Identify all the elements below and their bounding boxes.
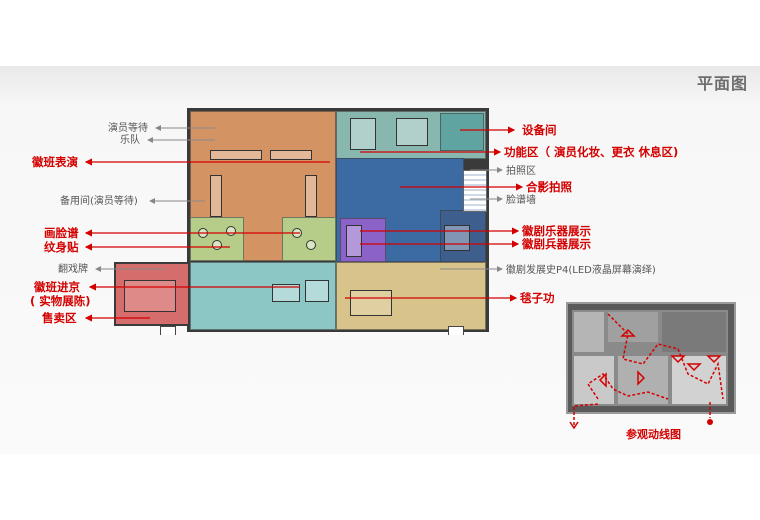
table-seat: [292, 228, 302, 238]
room-face-wall: [440, 210, 486, 262]
display-case: [305, 280, 329, 302]
page-title: 平面图: [696, 74, 748, 93]
label-equipment-room: 设备间: [522, 123, 557, 137]
label-group-photo: 合影拍照: [526, 180, 572, 194]
room-sales: [114, 262, 190, 326]
label-music-display: 徽剧乐器展示: [522, 224, 591, 238]
label-photo-area: 拍照区: [506, 166, 536, 177]
stage-bench: [210, 150, 262, 160]
exit-door: [448, 326, 464, 335]
stage-bench: [270, 150, 312, 160]
route-tail: [569, 402, 713, 430]
visit-route-map: [566, 302, 736, 414]
table-seat: [306, 240, 316, 250]
dressing-table: [350, 118, 376, 150]
label-sales: 售卖区: [42, 311, 77, 325]
label-function-area: 功能区（ 演员化妆、更衣 休息区): [504, 145, 679, 159]
label-spare-room: 备用间(演员等待): [60, 196, 138, 207]
route-map-drawing: [572, 310, 728, 406]
label-carpet-art: 毯子功: [520, 291, 555, 305]
label-band: 乐队: [120, 135, 140, 146]
entrance-door: [160, 326, 176, 335]
table-seat: [212, 240, 222, 250]
label-huiban-perform: 徽班表演: [32, 155, 78, 169]
display-case: [272, 284, 300, 302]
instrument-case: [346, 225, 362, 257]
route-map-caption: 参观动线图: [626, 428, 681, 441]
room-exhibit: [190, 262, 336, 330]
room-equipment: [440, 113, 484, 151]
room-tattoo: [282, 217, 336, 261]
carpet-mat: [350, 290, 392, 316]
dressing-table: [396, 118, 428, 146]
label-play-sign: 翻戏牌: [58, 264, 88, 275]
weapon-case: [444, 225, 470, 251]
staircase: [463, 170, 487, 212]
room-face-painting: [190, 217, 244, 261]
room-carpet-art: [336, 262, 486, 330]
table-seat: [226, 226, 236, 236]
label-huiban-enter: 徽班进京: [34, 280, 80, 294]
label-tattoo: 纹身贴: [44, 240, 79, 254]
table-seat: [198, 228, 208, 238]
label-face-painting: 画脸谱: [44, 226, 79, 240]
label-huiban-enter-note: ( 实物展陈): [30, 294, 91, 308]
label-weapon-display: 徽剧兵器展示: [522, 237, 591, 251]
stage-wall: [305, 175, 317, 217]
label-actor-waiting: 演员等待: [108, 123, 148, 134]
sales-counter: [124, 280, 176, 312]
label-face-wall: 脸谱墙: [506, 195, 536, 206]
stage-wall: [210, 175, 222, 217]
label-history: 徽剧发展史P4(LED液晶屏幕演绎): [506, 265, 656, 276]
